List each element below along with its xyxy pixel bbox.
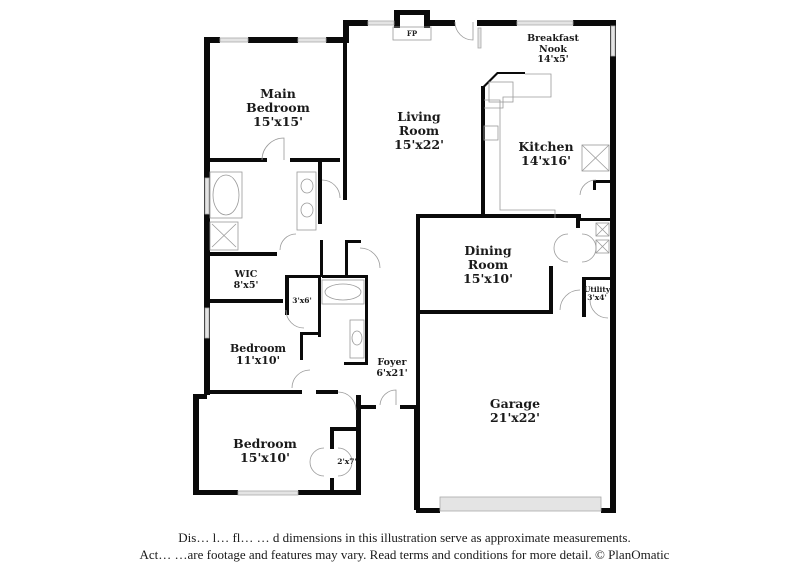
- room-dimensions: 15'x15': [253, 114, 303, 129]
- walls: [193, 10, 616, 513]
- room-dimensions: 8'x5': [233, 279, 259, 291]
- room-dimensions: 3'x4': [587, 293, 607, 303]
- room-label-bedroom-2: Bedroom 11'x10': [229, 342, 287, 368]
- room-name-line: WIC: [234, 269, 258, 280]
- room-name-line: Breakfast: [527, 33, 579, 44]
- room-dimensions: 11'x10': [236, 354, 280, 368]
- room-name-line: Garage: [489, 396, 541, 411]
- room-label-utility: Utility 3'x4': [583, 285, 611, 303]
- room-label-foyer: Foyer 6'x21': [376, 357, 408, 379]
- room-name-line: Nook: [539, 43, 567, 55]
- room-label-living-room: Living Room 15'x22': [394, 110, 444, 152]
- disclaimer: Dis… l… fl… … d dimensions in this illus…: [0, 529, 809, 563]
- room-name-line: Bedroom: [229, 342, 287, 355]
- room-name-line: Main: [260, 86, 296, 101]
- room-label-kitchen: Kitchen 14'x16': [518, 140, 573, 168]
- room-label-closet-2x7: 2'x7': [337, 457, 357, 466]
- room-label-main-bedroom: Main Bedroom 15'x15': [246, 87, 310, 129]
- room-name-line: Living: [397, 109, 441, 124]
- room-dimensions: 21'x22': [490, 410, 540, 425]
- room-name-line: Kitchen: [518, 139, 574, 154]
- room-label-wic: WIC 8'x5': [233, 269, 259, 291]
- fireplace-label: FP: [406, 29, 418, 38]
- windows: [204, 20, 616, 512]
- room-dimensions: 15'x10': [240, 450, 290, 465]
- fixtures: [209, 21, 610, 477]
- room-dimensions: 3'x6': [292, 296, 312, 305]
- room-name-line: Room: [467, 257, 509, 272]
- room-name-line: Dining: [464, 243, 512, 258]
- room-label-bedroom-3: Bedroom 15'x10': [233, 437, 297, 465]
- room-dimensions: 2'x7': [337, 457, 357, 466]
- room-label-breakfast-nook: Breakfast Nook 14'x5': [527, 33, 579, 66]
- room-dimensions: 6'x21': [376, 367, 408, 379]
- room-label-garage: Garage 21'x22': [490, 397, 540, 425]
- room-name-line: Room: [398, 123, 440, 138]
- room-dimensions: 15'x22': [394, 137, 444, 152]
- room-dimensions: 14'x16': [521, 153, 571, 168]
- room-name-line: Bedroom: [233, 436, 297, 451]
- room-label-closet-3x6: 3'x6': [292, 296, 312, 305]
- disclaimer-line-1: Dis… l… fl… … d dimensions in this illus…: [178, 530, 631, 545]
- disclaimer-line-2: Act… …are footage and features may vary.…: [139, 547, 670, 562]
- room-dimensions: 14'x5': [537, 54, 569, 66]
- room-name-line: Foyer: [377, 357, 407, 368]
- room-label-dining-room: Dining Room 15'x10': [463, 244, 513, 286]
- room-dimensions: 15'x10': [463, 271, 513, 286]
- room-name-line: Bedroom: [246, 100, 310, 115]
- room-name-line: Utility: [583, 285, 611, 294]
